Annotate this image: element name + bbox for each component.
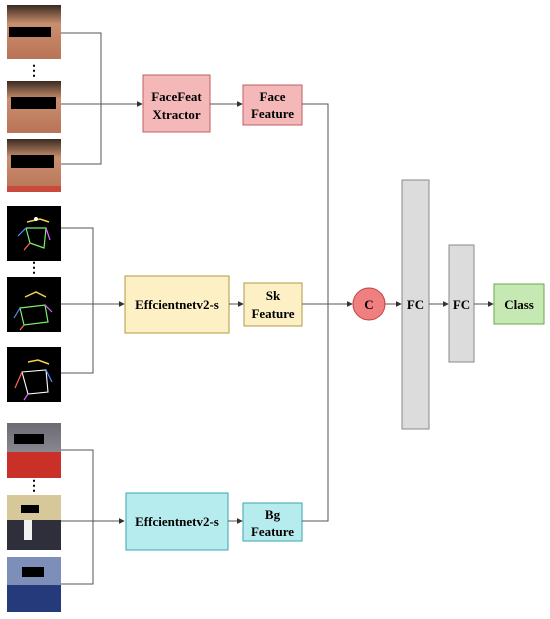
background-thumbnail-1 [7, 423, 61, 478]
face-feature-box: Face Feature [242, 84, 303, 126]
skeleton-input-bracket [61, 227, 125, 374]
face-extractor-label-1: FaceFeat [151, 89, 202, 104]
skeleton-thumbnail-3 [7, 347, 61, 402]
skeleton-extractor-box: Effcientnetv2-s [124, 275, 230, 334]
background-feature-box: Bg Feature [242, 502, 303, 542]
face-ellipsis: ⋮ [27, 64, 41, 79]
skeleton-extractor-label: Effcientnetv2-s [135, 297, 219, 312]
face-extractor-box: FaceFeat Xtractor [142, 74, 211, 133]
face-input-bracket [61, 32, 143, 165]
skeleton-feature-label-2: Feature [251, 306, 294, 321]
background-input-bracket [61, 449, 125, 585]
fc-layer-2-label: FC [453, 297, 470, 312]
face-extractor-label-2: Xtractor [152, 107, 201, 122]
skeleton-thumbnail-2 [7, 277, 61, 332]
concat-label: C [364, 297, 373, 312]
background-thumbnail-2 [7, 495, 61, 550]
class-output-box: Class [493, 283, 545, 325]
face-feature-label-1: Face [260, 89, 286, 104]
face-feature-label-2: Feature [251, 106, 294, 121]
background-extractor-box: Effcientnetv2-s [125, 492, 229, 551]
face-thumbnail-3 [7, 139, 61, 192]
fusion-connectors [302, 103, 353, 522]
skeleton-feature-label-1: Sk [266, 288, 281, 303]
fc-layer-1: FC [401, 179, 430, 430]
background-extractor-label: Effcientnetv2-s [135, 514, 219, 529]
concat-node: C [352, 287, 386, 321]
background-ellipsis: ⋮ [27, 479, 41, 494]
skeleton-thumbnail-1 [7, 206, 61, 261]
skeleton-feature-box: Sk Feature [243, 282, 303, 327]
face-thumbnail-1 [7, 5, 61, 59]
class-output-label: Class [504, 297, 534, 312]
face-thumbnail-2 [7, 81, 61, 133]
background-feature-label-1: Bg [265, 507, 281, 522]
fc-layer-2: FC [448, 244, 475, 363]
fc-layer-1-label: FC [407, 297, 424, 312]
background-thumbnail-3 [7, 557, 61, 612]
skeleton-ellipsis: ⋮ [27, 261, 41, 276]
background-feature-label-2: Feature [251, 524, 294, 539]
